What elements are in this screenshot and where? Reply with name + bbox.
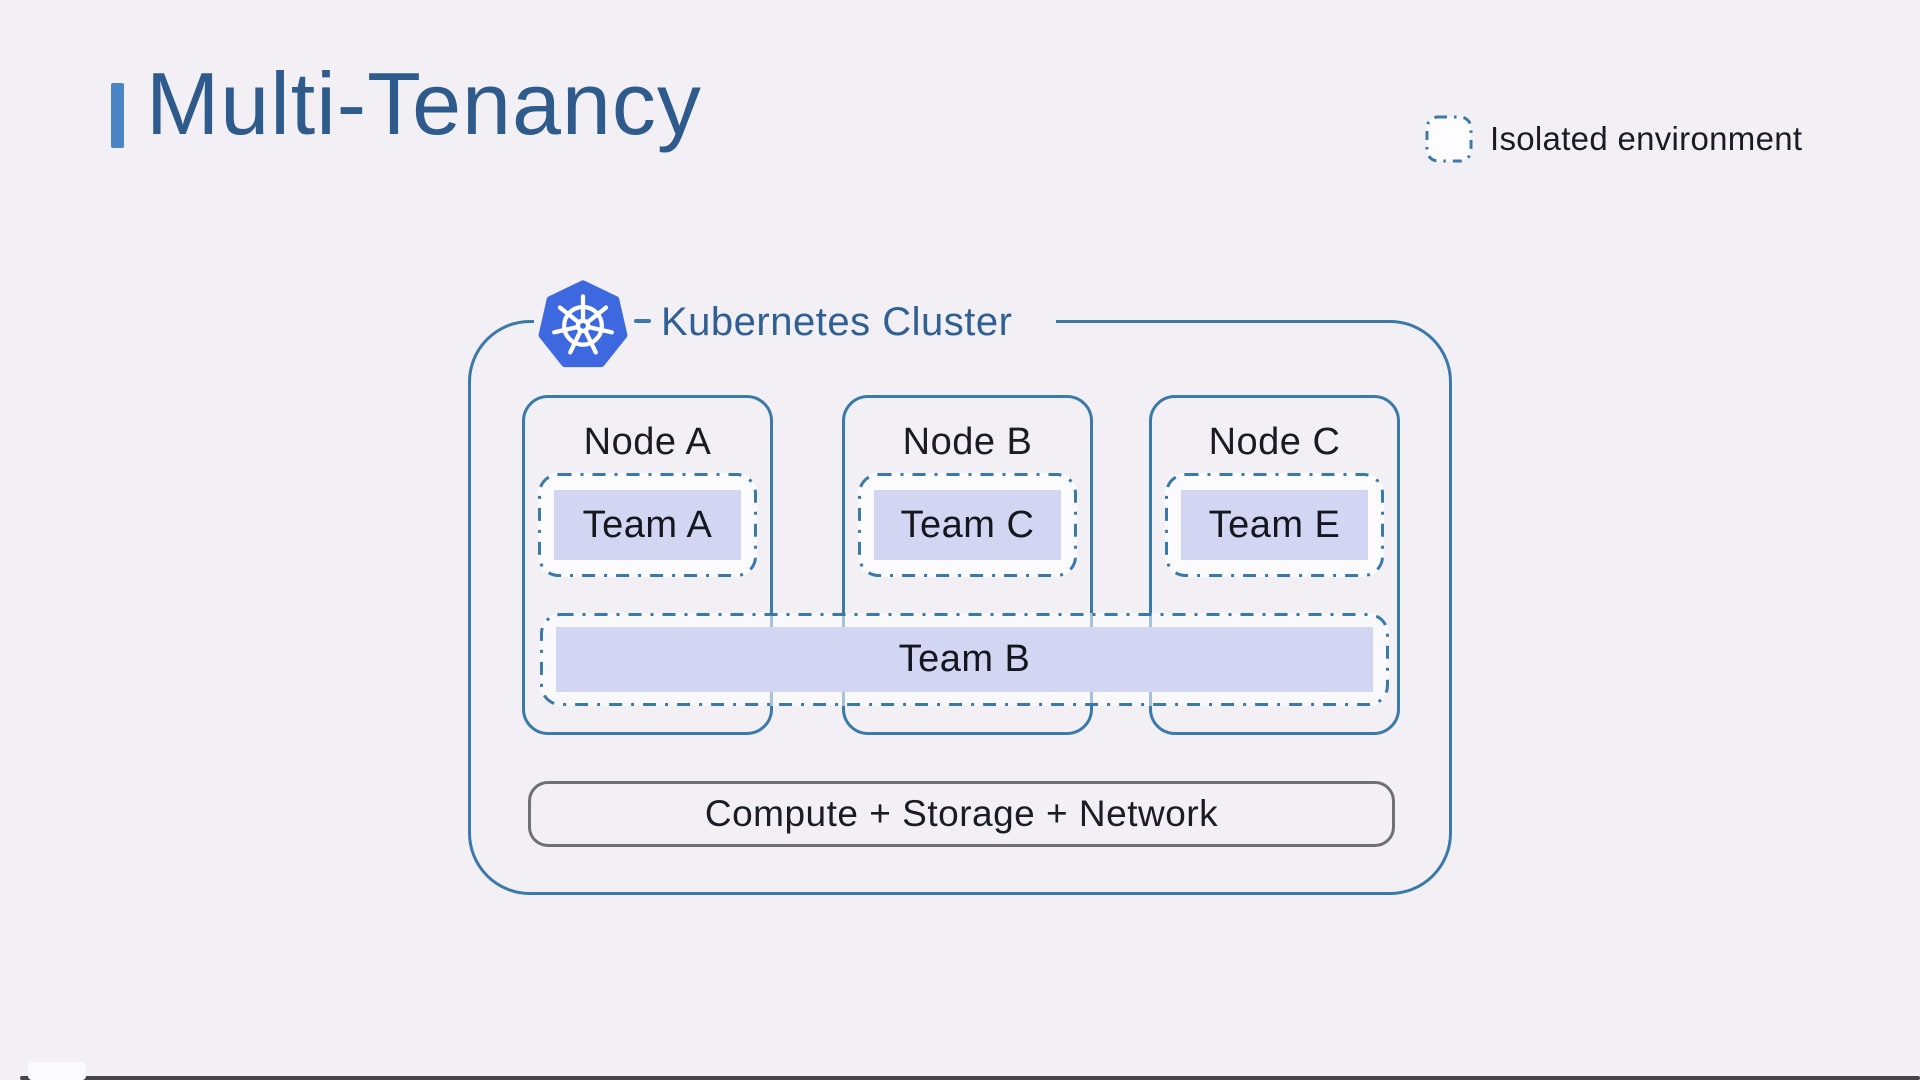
infrastructure-box: Compute + Storage + Network [528,781,1395,847]
legend: Isolated environment [1425,115,1802,163]
bottom-left-chip [28,1062,86,1080]
node-b-label: Node B [902,421,1033,463]
dashed-border [1165,473,1384,577]
bottom-edge-line [20,1076,1920,1080]
dashed-border [858,473,1077,577]
shared-team-band: Team B [540,613,1389,706]
kubernetes-cluster-box: Kubernetes Cluster Node A Team A Node B … [468,280,1452,895]
isolated-team-box: Team E [1165,473,1384,577]
isolated-team-box: Team A [538,473,757,577]
node-c-label: Node C [1208,421,1341,463]
node-c-box: Node C Team E [1149,395,1400,735]
dashed-border [538,473,757,577]
kubernetes-logo [538,280,628,368]
logo-label-connector-dash [634,319,651,323]
node-b-box: Node B Team C [842,395,1093,735]
isolated-team-box: Team C [858,473,1077,577]
node-a-box: Node A Team A [522,395,773,735]
team-c-chip: Team C [874,490,1061,560]
team-a-chip: Team A [554,490,741,560]
team-b-chip: Team B [556,627,1373,692]
legend-label: Isolated environment [1490,120,1803,157]
page-title: Multi-Tenancy [146,54,702,153]
cluster-label: Kubernetes Cluster [661,300,1013,344]
node-a-label: Node A [583,421,712,463]
cluster-border-gap [534,320,1056,325]
dashed-box-icon [1425,115,1473,163]
title-accent-bar [111,83,124,148]
team-e-chip: Team E [1181,490,1368,560]
